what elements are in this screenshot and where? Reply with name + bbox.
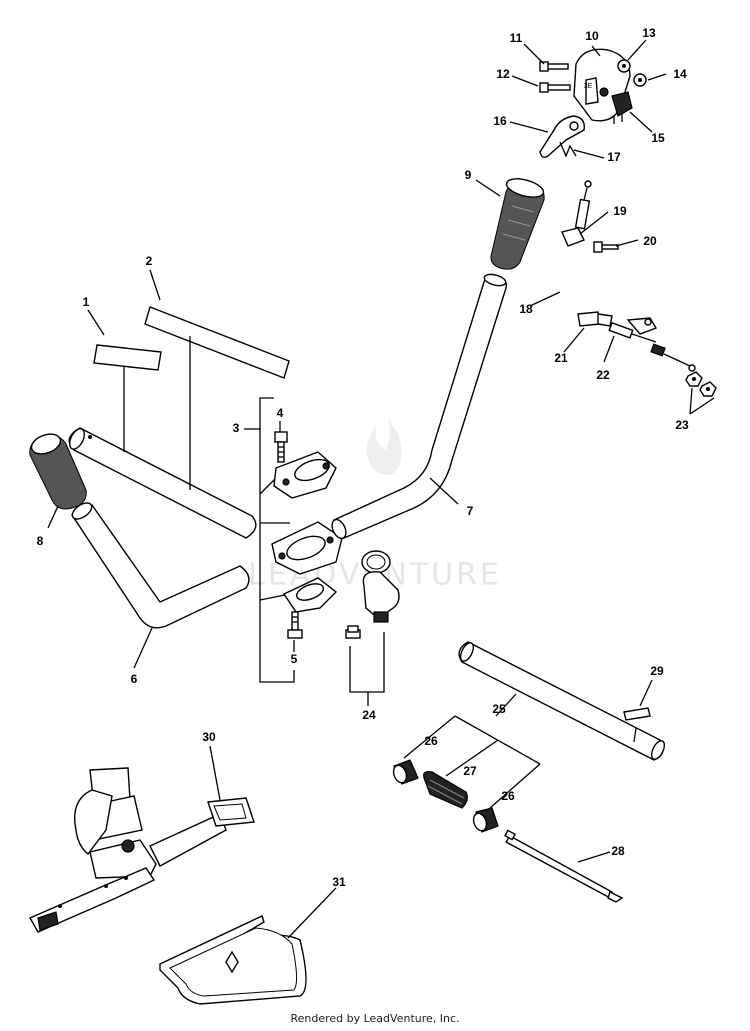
part-14-nut xyxy=(633,73,647,87)
part-23-nuts xyxy=(685,371,717,397)
part-17-spring xyxy=(559,141,577,158)
part-21-clip xyxy=(577,311,613,327)
part-27-drive-shaft-sleeve xyxy=(423,771,468,809)
part-8-grip xyxy=(29,433,87,510)
part-7-handle-tube xyxy=(331,273,508,540)
callout-8: 8 xyxy=(37,534,44,548)
callout-15: 15 xyxy=(651,131,665,145)
left-straight-tube xyxy=(68,427,257,539)
callout-16: 16 xyxy=(493,114,507,128)
callout-19: 19 xyxy=(613,204,627,218)
callout-25: 25 xyxy=(492,702,506,716)
part-24-clamp xyxy=(345,550,400,706)
callout-26b: 26 xyxy=(501,789,515,803)
callout-9: 9 xyxy=(465,168,472,182)
part-4-bolt xyxy=(274,431,288,463)
leader-lines xyxy=(47,39,715,939)
callout-10: 10 xyxy=(585,29,599,43)
callout-28: 28 xyxy=(611,844,625,858)
part-9-grip xyxy=(490,178,545,270)
callout-7: 7 xyxy=(467,504,474,518)
part-12-screw xyxy=(539,82,571,93)
callout-22: 22 xyxy=(596,368,610,382)
part-25-group-lines xyxy=(403,715,541,809)
callout-23: 23 xyxy=(675,418,689,432)
callout-24: 24 xyxy=(362,708,376,722)
callout-14: 14 xyxy=(673,67,687,81)
part-2-decal xyxy=(144,306,290,379)
part-29-decal xyxy=(623,707,651,721)
part-31-frame xyxy=(159,915,307,1005)
footer-credit: Rendered by LeadVenture, Inc. xyxy=(290,1012,460,1025)
part-22-cable-end xyxy=(608,317,696,372)
callout-18: 18 xyxy=(519,302,533,316)
callout-4: 4 xyxy=(277,406,284,420)
callout-30: 30 xyxy=(202,730,216,744)
part-19-cable-sleeve xyxy=(561,227,585,247)
part-25-shaft-tube xyxy=(458,641,666,761)
middle-clamp xyxy=(271,521,343,575)
lower-clamp xyxy=(282,577,338,613)
part-1-decal xyxy=(93,344,162,371)
callout-26a: 26 xyxy=(424,734,438,748)
callout-27: 27 xyxy=(463,764,477,778)
part-6-bent-handle xyxy=(70,502,250,629)
part-26-bushing-b xyxy=(472,807,499,833)
callout-1: 1 xyxy=(83,295,90,309)
callout-31: 31 xyxy=(332,875,346,889)
part-11-screw xyxy=(539,61,569,72)
part-30-harness xyxy=(29,767,255,933)
callout-29: 29 xyxy=(650,664,664,678)
callout-12: 12 xyxy=(496,67,510,81)
part-16-throttle-trigger xyxy=(539,115,585,159)
callout-20: 20 xyxy=(643,234,657,248)
upper-clamp xyxy=(273,451,337,499)
part-26-bushing-a xyxy=(392,759,419,785)
part-20-screw xyxy=(593,241,619,253)
part-5-bolt xyxy=(287,611,303,639)
part-28-drive-shaft xyxy=(504,829,624,903)
callout-3: 3 xyxy=(233,421,240,435)
callout-21: 21 xyxy=(554,351,568,365)
part-13-nut xyxy=(617,59,631,73)
part-15-switch xyxy=(611,91,633,124)
callout-labels: 1 2 3 4 5 6 7 8 9 10 11 12 13 14 15 16 1… xyxy=(37,26,689,889)
svg-text:3E: 3E xyxy=(584,83,593,90)
callout-6: 6 xyxy=(131,672,138,686)
callout-17: 17 xyxy=(607,150,621,164)
callout-5: 5 xyxy=(291,652,298,666)
callout-13: 13 xyxy=(642,26,656,40)
callout-2: 2 xyxy=(146,254,153,268)
callout-11: 11 xyxy=(510,31,523,45)
